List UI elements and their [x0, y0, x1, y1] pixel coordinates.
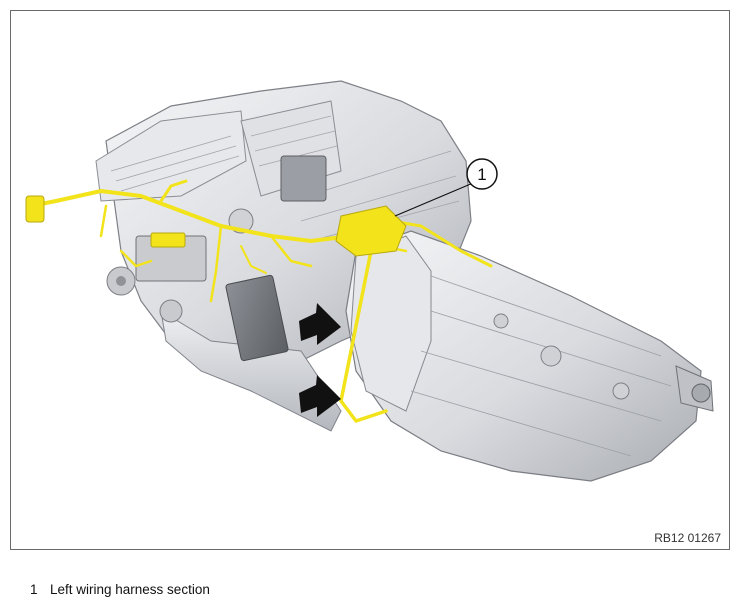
legend-item-number: 1 [30, 582, 38, 597]
transmission [345, 230, 714, 482]
engine-transmission-illustration: 1 [25, 80, 714, 482]
arrow-marker-lower [299, 375, 341, 417]
callout-leader-line [394, 182, 474, 217]
figure-code: RB12 01267 [654, 531, 721, 545]
legend: 1 Left wiring harness section [30, 582, 210, 597]
callout-circle [466, 158, 498, 190]
arrow-marker-upper [299, 303, 341, 345]
engine-block [95, 80, 472, 432]
callout-number: 1 [477, 165, 486, 184]
legend-item-text: Left wiring harness section [50, 582, 210, 597]
harness-junction-box [25, 195, 407, 257]
figure-frame: 1 RB12 01267 [10, 10, 730, 550]
